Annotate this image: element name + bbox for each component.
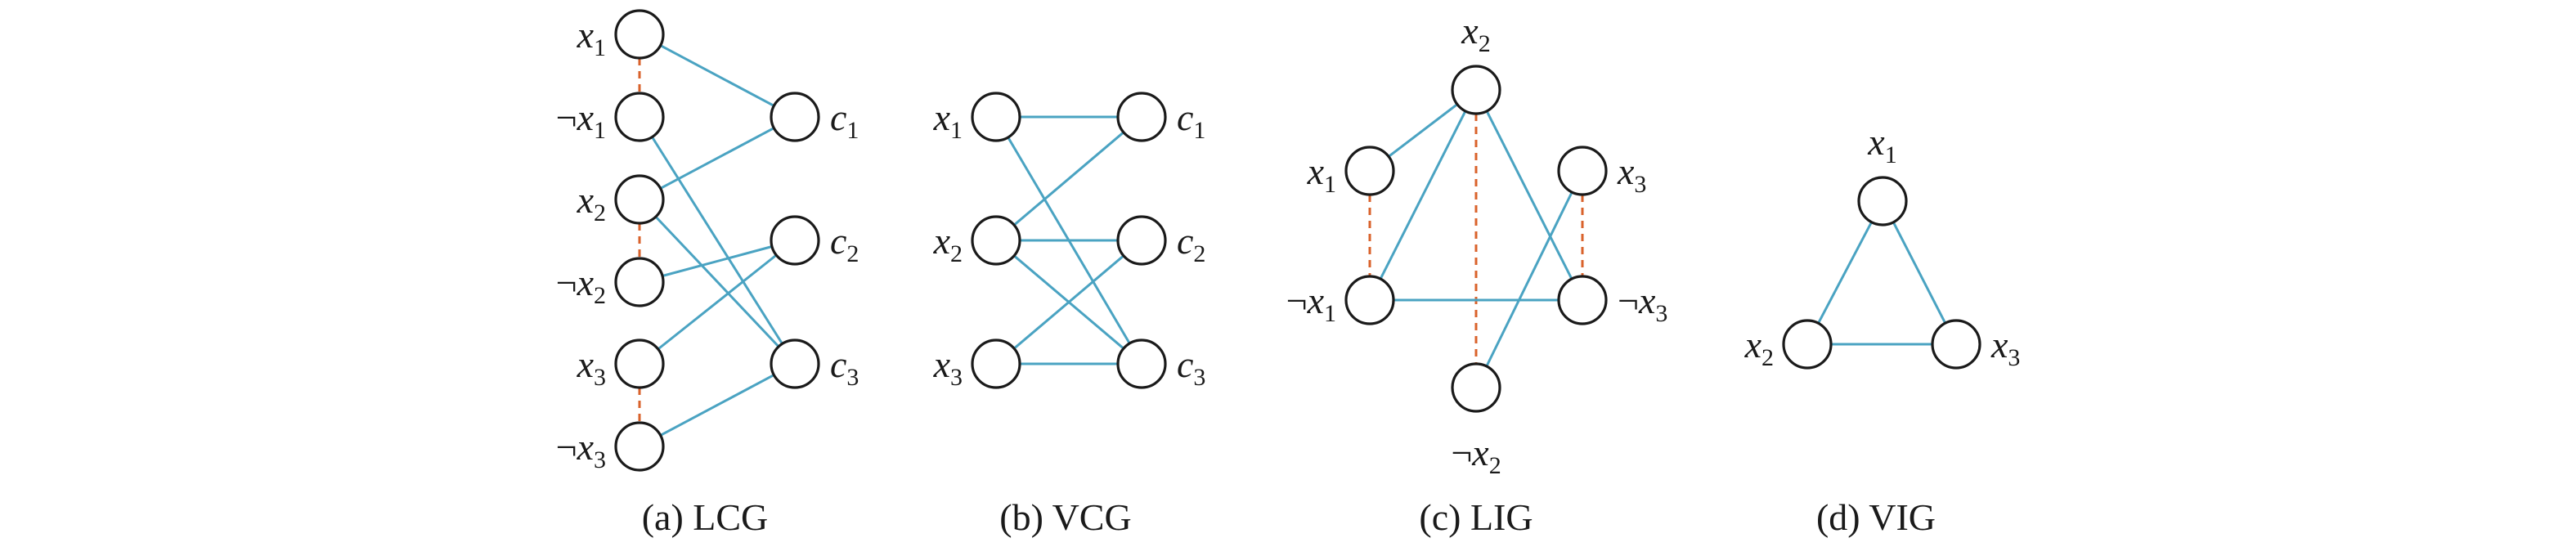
node-c1: [1116, 92, 1167, 142]
caption-vcg: (b) VCG: [999, 496, 1131, 538]
node-label-x3: x3: [933, 343, 963, 391]
caption-lig: (c) LIG: [1419, 496, 1533, 538]
node-label-nx2: ¬x2: [556, 262, 606, 309]
panel-lcg: x1 ¬x1 x2 ¬x2 x3 ¬x3 c1 c2 c3: [556, 9, 859, 473]
node-label-x2: x2: [1461, 10, 1490, 57]
node-label-x1: x1: [1867, 121, 1896, 168]
node-x3: [1557, 146, 1608, 196]
node-label-nx3: ¬x3: [1618, 280, 1667, 327]
node-label-x3: x3: [1990, 324, 2020, 371]
edge-x2-nx1: [1379, 110, 1467, 280]
node-c3: [1116, 339, 1167, 389]
node-nx2: [1451, 362, 1501, 413]
edge-nx3-c3: [659, 374, 775, 437]
node-label-c2: c2: [830, 220, 859, 267]
node-nx1: [614, 92, 665, 142]
edge-x1-x3: [1892, 222, 1947, 324]
panel-vig: x1 x2 x3: [1744, 121, 2021, 371]
edge-x2-c3: [654, 216, 780, 347]
edge-nx2-c2: [662, 245, 773, 277]
panel-lig: x2 x1 x3 ¬x1 ¬x3 ¬x2: [1286, 10, 1668, 479]
edge-x2-c1: [659, 127, 775, 190]
node-label-c2: c2: [1177, 220, 1205, 267]
node-x1: [971, 92, 1021, 142]
edge-nx1-c3: [651, 136, 783, 345]
node-nx3: [614, 421, 665, 472]
node-label-x2: x2: [1744, 324, 1774, 371]
edge-x1-c1: [659, 44, 775, 107]
edge-x2-c1: [1013, 131, 1124, 226]
node-label-nx1: ¬x1: [1286, 280, 1336, 327]
node-label-x3: x3: [1617, 150, 1646, 198]
node-nx2: [614, 257, 665, 307]
caption-lcg: (a) LCG: [642, 496, 769, 538]
node-label-c3: c3: [1177, 343, 1205, 391]
edge-x1-x2: [1817, 222, 1873, 324]
node-c2: [1116, 215, 1167, 266]
node-c1: [770, 92, 820, 142]
node-label-x2: x2: [577, 179, 606, 226]
node-label-c1: c1: [1177, 96, 1205, 144]
node-c2: [770, 215, 820, 266]
node-label-x1: x1: [933, 96, 963, 144]
node-label-c1: c1: [830, 96, 859, 144]
node-x1: [1857, 176, 1908, 226]
edge-x3-nx2: [1485, 191, 1573, 367]
edge-x2-nx3: [1485, 110, 1573, 280]
node-label-nx1: ¬x1: [556, 96, 606, 144]
node-nx1: [1344, 275, 1395, 325]
panel-vcg: x1 x2 x3 c1 c2 c3: [933, 92, 1205, 391]
node-nx3: [1557, 275, 1608, 325]
node-label-c3: c3: [830, 343, 859, 391]
node-x2: [1451, 65, 1501, 115]
edge-x3-c2: [1013, 254, 1124, 350]
node-x2: [1782, 319, 1833, 370]
node-label-x3: x3: [577, 343, 606, 391]
node-label-nx2: ¬x2: [1451, 432, 1501, 479]
node-x1: [614, 9, 665, 60]
node-x1: [1344, 146, 1395, 196]
node-x3: [1931, 319, 1981, 370]
node-label-x2: x2: [933, 220, 963, 267]
edge-x1-x2: [1388, 103, 1458, 158]
node-label-x1: x1: [577, 14, 606, 61]
node-label-x1: x1: [1307, 150, 1336, 198]
node-x3: [971, 339, 1021, 389]
node-x2: [971, 215, 1021, 266]
node-x2: [614, 174, 665, 225]
edge-x3-c2: [657, 253, 778, 351]
caption-vig: (d) VIG: [1816, 496, 1936, 538]
node-x3: [614, 339, 665, 389]
node-c3: [770, 339, 820, 389]
node-label-nx3: ¬x3: [556, 426, 606, 473]
